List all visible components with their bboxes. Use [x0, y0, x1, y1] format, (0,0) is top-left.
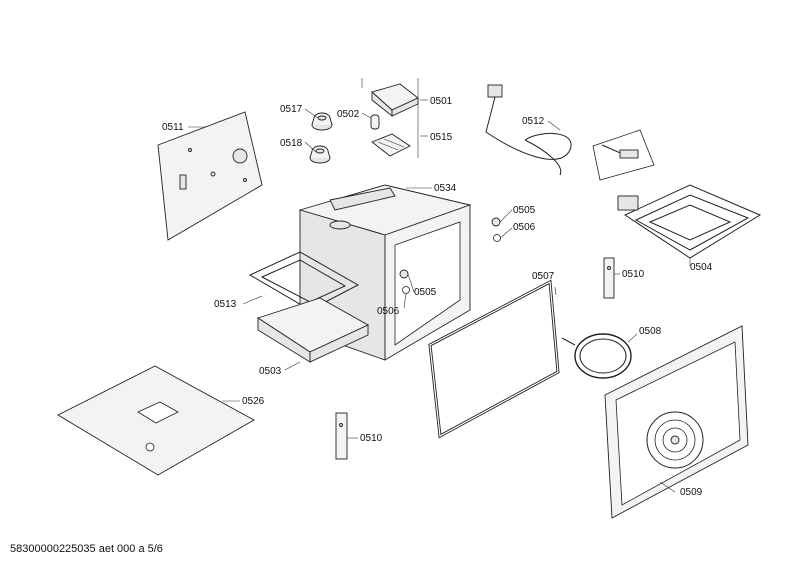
- part-door-seal: [428, 279, 560, 439]
- callout-0505-a: 0505: [513, 205, 536, 216]
- callout-0506-a: 0506: [513, 222, 536, 233]
- callout-0503: 0503: [259, 366, 282, 377]
- callout-0507: 0507: [532, 271, 555, 282]
- leader-lines: [188, 99, 691, 493]
- part-knob-0517: [311, 112, 333, 131]
- callout-0518: 0518: [280, 138, 303, 149]
- part-washer-0506-a: [493, 234, 501, 242]
- part-hinge-0510-b: [335, 412, 348, 460]
- callout-0512: 0512: [522, 116, 545, 127]
- part-insulation-sheet: [57, 365, 255, 476]
- callout-0534: 0534: [434, 183, 457, 194]
- part-grill-element: [617, 184, 762, 259]
- callout-0515: 0515: [430, 132, 453, 143]
- callout-0511: 0511: [162, 122, 184, 133]
- callout-0526: 0526: [242, 396, 265, 407]
- part-lamp-assembly: [361, 78, 419, 158]
- callout-0508: 0508: [639, 326, 662, 337]
- callout-0505-b: 0505: [414, 287, 437, 298]
- part-sensor-detail: [592, 129, 655, 181]
- callout-0502: 0502: [337, 109, 360, 120]
- part-bottom-heater: [248, 251, 360, 311]
- part-screw-0505-a: [491, 217, 501, 227]
- callout-0504: 0504: [690, 262, 713, 273]
- callout-0510-a: 0510: [622, 269, 645, 280]
- callout-0510-b: 0510: [360, 433, 383, 444]
- part-knob-0518: [309, 145, 331, 164]
- part-back-panel: [157, 111, 263, 241]
- callout-0506-b: 0506: [377, 306, 400, 317]
- part-screw-0505-b: [399, 269, 409, 279]
- document-footer: 58300000225035 aet 000 a 5/6: [10, 543, 163, 555]
- callout-0509: 0509: [680, 487, 703, 498]
- callout-0517: 0517: [280, 104, 303, 115]
- callout-0513: 0513: [214, 299, 237, 310]
- part-rear-wall-fan: [604, 325, 749, 519]
- part-ring-heater: [561, 333, 632, 379]
- part-insulation-mat: [256, 297, 369, 363]
- part-temperature-sensor: [485, 84, 572, 176]
- callout-0501: 0501: [430, 96, 453, 107]
- part-hinge-0510-a: [603, 257, 615, 299]
- part-washer-0506-b: [402, 286, 410, 294]
